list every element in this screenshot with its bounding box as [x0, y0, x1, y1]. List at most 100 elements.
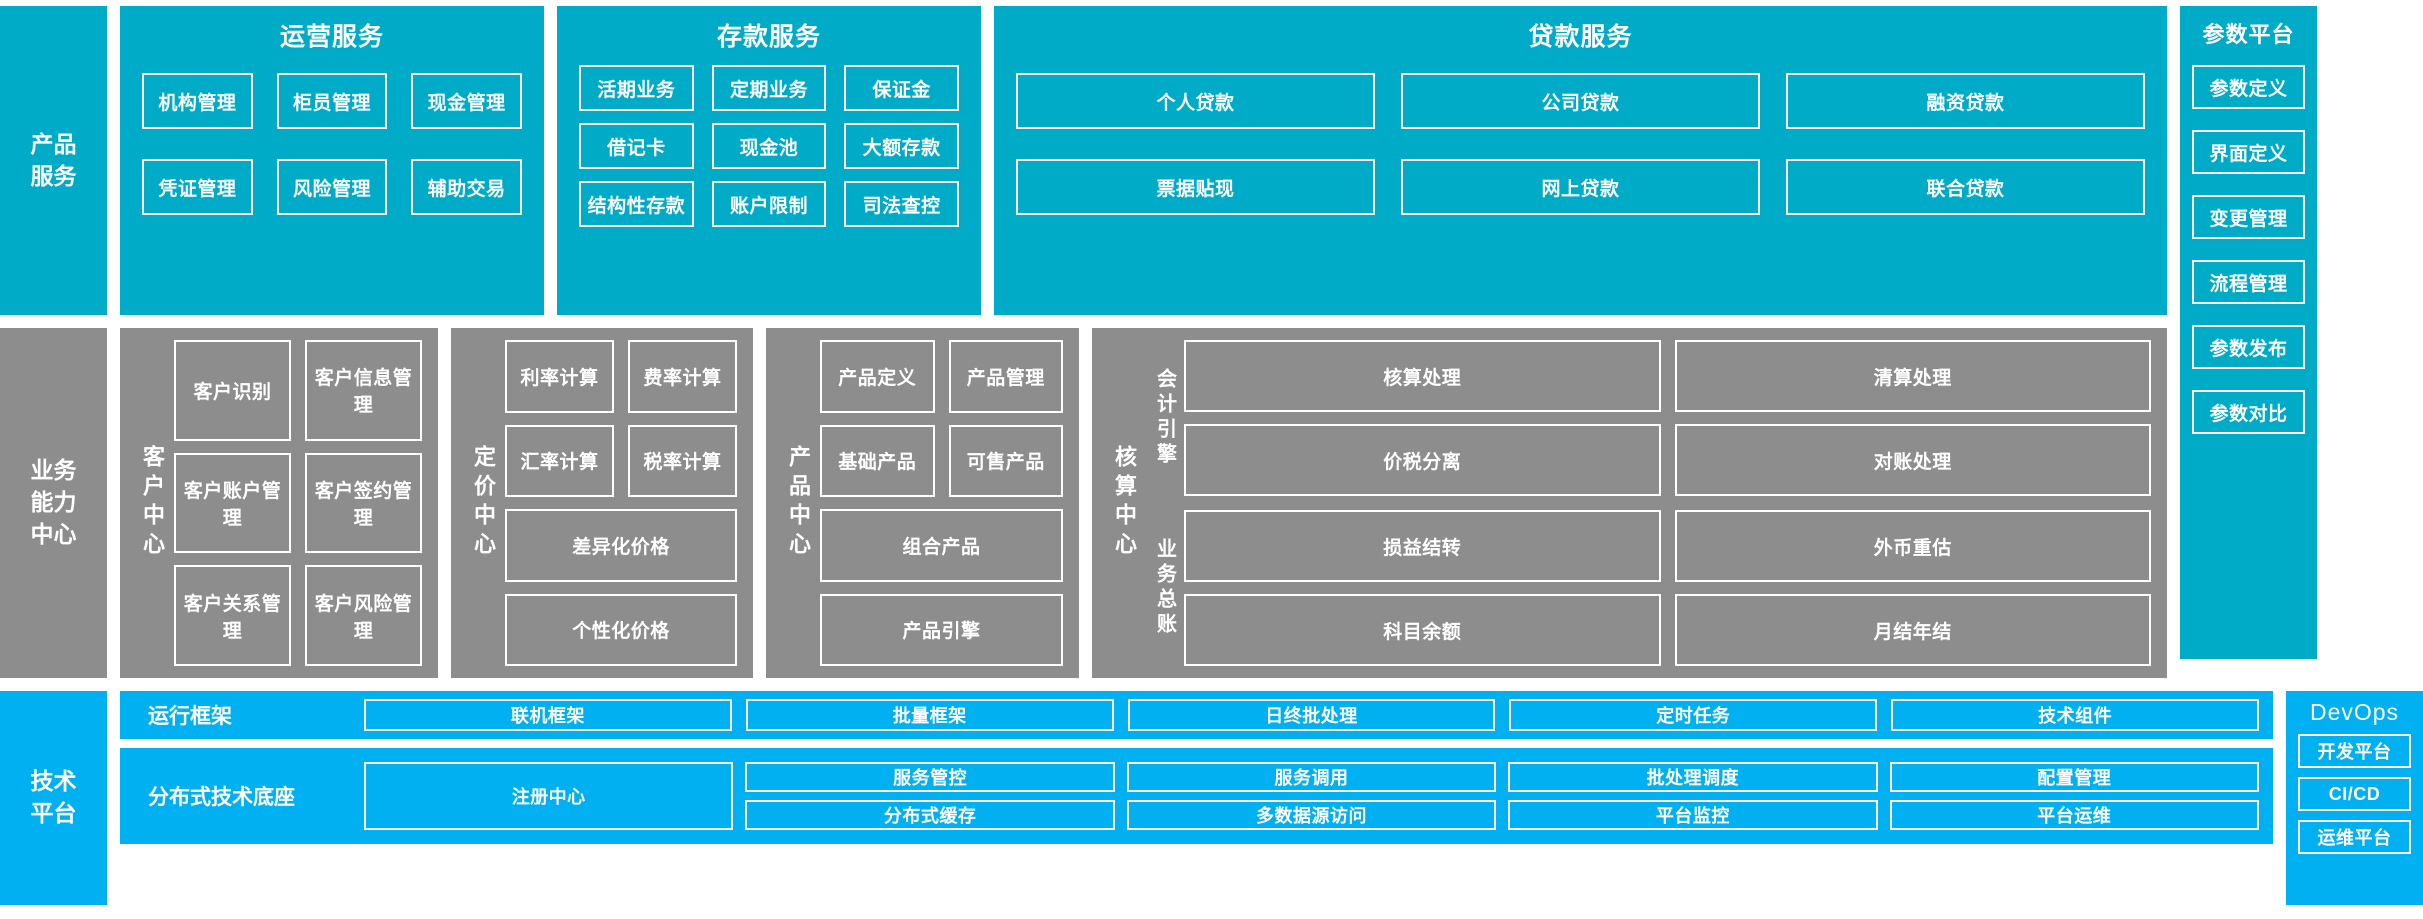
cell-service-invocation[interactable]: 服务调用 — [1126, 762, 1497, 792]
group-label-customer-center: 客户中心 — [140, 445, 165, 561]
cell-service-governance[interactable]: 服务管控 — [745, 762, 1115, 792]
group-devops: DevOps 开发平台 CI/CD 运维平台 — [2286, 691, 2423, 905]
cell-customer-info-management[interactable]: 客户信息管理 — [305, 340, 422, 441]
group-pricing-center: 定价中心 利率计算 费率计算 汇率计算 税率计算 差异化价格 个性化价格 — [451, 328, 753, 678]
cell-month-year-close[interactable]: 月结年结 — [1674, 594, 2151, 666]
cell-customer-account-management[interactable]: 客户账户管理 — [174, 452, 291, 554]
cell-differential-price[interactable]: 差异化价格 — [505, 509, 737, 582]
cell-cash-management[interactable]: 现金管理 — [411, 73, 522, 129]
cell-large-deposit[interactable]: 大额存款 — [844, 123, 959, 169]
group-operation-services: 运营服务 机构管理 柜员管理 现金管理 凭证管理 风险管理 辅助交易 — [120, 6, 544, 315]
spine-line-1: 技术 — [30, 768, 77, 795]
base-column-1: 服务管控 分布式缓存 — [745, 762, 1115, 830]
cell-customer-risk-management[interactable]: 客户风险管理 — [305, 565, 422, 666]
cell-product-engine[interactable]: 产品引擎 — [820, 593, 1063, 666]
subgroup-body-accounting-engine: 核算处理 清算处理 价税分离 对账处理 — [1184, 340, 2151, 496]
cell-multi-datasource-access[interactable]: 多数据源访问 — [1126, 800, 1497, 830]
cell-parameter-release[interactable]: 参数发布 — [2192, 325, 2305, 369]
cell-config-management[interactable]: 配置管理 — [1889, 762, 2259, 792]
base-column-3: 批处理调度 平台监控 — [1508, 762, 1878, 830]
cell-product-definition[interactable]: 产品定义 — [820, 340, 935, 413]
cell-customer-relation-management[interactable]: 客户关系管理 — [174, 565, 291, 666]
cell-risk-management[interactable]: 风险管理 — [276, 159, 388, 215]
spine-line-2: 服务 — [30, 162, 77, 189]
cell-customer-identification[interactable]: 客户识别 — [174, 340, 291, 441]
cell-structured-deposit[interactable]: 结构性存款 — [579, 181, 694, 227]
cell-interest-rate-calc[interactable]: 利率计算 — [505, 340, 614, 413]
band-runtime-framework: 运行框架 联机框架 批量框架 日终批处理 定时任务 技术组件 — [120, 691, 2273, 739]
spine-line-2: 能力 — [30, 489, 77, 516]
cell-time-business[interactable]: 定期业务 — [711, 65, 827, 111]
cell-distributed-cache[interactable]: 分布式缓存 — [745, 800, 1115, 830]
subgroup-accounting-engine: 会计引擎 核算处理 清算处理 价税分离 对账处理 — [1146, 340, 2151, 496]
cell-account-restriction[interactable]: 账户限制 — [711, 181, 827, 227]
cell-judicial-control[interactable]: 司法查控 — [844, 181, 959, 227]
cell-ui-definition[interactable]: 界面定义 — [2192, 130, 2305, 174]
group-label-product-center: 产品中心 — [786, 445, 811, 561]
technology-bands: 运行框架 联机框架 批量框架 日终批处理 定时任务 技术组件 分布式技术底座 注… — [120, 691, 2273, 905]
subgroup-body-business-ledger: 损益结转 外币重估 科目余额 月结年结 — [1184, 510, 2151, 666]
cell-base-product[interactable]: 基础产品 — [820, 424, 935, 497]
cell-financing-loan[interactable]: 融资贷款 — [1786, 73, 2145, 129]
cell-corporate-loan[interactable]: 公司贷款 — [1401, 73, 1760, 129]
group-parameter-platform: 参数平台 参数定义 界面定义 变更管理 流程管理 参数发布 参数对比 — [2180, 6, 2317, 659]
cell-parameter-definition[interactable]: 参数定义 — [2192, 65, 2305, 109]
cell-change-management[interactable]: 变更管理 — [2192, 195, 2305, 239]
group-body-accounting-center: 会计引擎 核算处理 清算处理 价税分离 对账处理 业务总账 损益结转 外币重估 … — [1146, 340, 2151, 666]
spine-line-2: 平台 — [30, 800, 77, 826]
cell-accounting-processing[interactable]: 核算处理 — [1184, 340, 1661, 412]
spine-line-1: 业务 — [30, 457, 77, 484]
cell-personalized-price[interactable]: 个性化价格 — [505, 593, 737, 666]
cell-tech-components[interactable]: 技术组件 — [1891, 699, 2259, 731]
cell-margin-deposit[interactable]: 保证金 — [844, 65, 959, 111]
cell-batch-framework[interactable]: 批量框架 — [745, 699, 1114, 731]
cell-customer-contract-management[interactable]: 客户签约管理 — [305, 452, 422, 554]
cell-online-loan[interactable]: 网上贷款 — [1401, 159, 1760, 215]
subgroup-label-accounting-engine: 会计引擎 — [1153, 368, 1176, 468]
cell-teller-management[interactable]: 柜员管理 — [276, 73, 388, 129]
cell-settlement-processing[interactable]: 清算处理 — [1674, 340, 2151, 412]
cell-tax-rate-calc[interactable]: 税率计算 — [628, 424, 737, 497]
cell-debit-card[interactable]: 借记卡 — [579, 123, 694, 169]
cell-composite-product[interactable]: 组合产品 — [820, 509, 1063, 582]
cell-online-framework[interactable]: 联机框架 — [364, 699, 732, 731]
band-cells-distributed-base: 注册中心 服务管控 分布式缓存 服务调用 多数据源访问 批处理调度 平台监控 — [364, 762, 2259, 830]
cell-platform-operations[interactable]: 平台运维 — [1889, 800, 2259, 830]
group-body-operation-services: 机构管理 柜员管理 现金管理 凭证管理 风险管理 辅助交易 — [120, 59, 544, 315]
cell-joint-loan[interactable]: 联合贷款 — [1786, 159, 2145, 215]
cell-parameter-comparison[interactable]: 参数对比 — [2192, 390, 2305, 434]
cell-product-management[interactable]: 产品管理 — [948, 340, 1063, 413]
subgroup-business-ledger: 业务总账 损益结转 外币重估 科目余额 月结年结 — [1146, 510, 2151, 666]
cell-auxiliary-trade[interactable]: 辅助交易 — [411, 159, 522, 215]
cell-foreign-currency-revaluation[interactable]: 外币重估 — [1674, 510, 2151, 582]
cell-reconciliation-processing[interactable]: 对账处理 — [1674, 424, 2151, 496]
cell-fee-rate-calc[interactable]: 费率计算 — [628, 340, 737, 413]
cell-cash-pool[interactable]: 现金池 — [711, 123, 827, 169]
cell-voucher-management[interactable]: 凭证管理 — [142, 159, 253, 215]
cell-ops-platform[interactable]: 运维平台 — [2298, 820, 2411, 854]
cell-profit-loss-carryover[interactable]: 损益结转 — [1184, 510, 1661, 582]
cell-org-management[interactable]: 机构管理 — [142, 73, 253, 129]
spine-label-business-capability: 业务 能力 中心 — [0, 328, 107, 678]
cell-process-management[interactable]: 流程管理 — [2192, 260, 2305, 304]
group-body-deposit-services: 活期业务 定期业务 保证金 借记卡 现金池 大额存款 结构性存款 账户限制 司法… — [557, 59, 981, 315]
cell-demand-business[interactable]: 活期业务 — [579, 65, 694, 111]
group-accounting-center: 核算中心 会计引擎 核算处理 清算处理 价税分离 对账处理 业务总账 损益结转 — [1092, 328, 2167, 678]
cell-batch-scheduling[interactable]: 批处理调度 — [1508, 762, 1878, 792]
cell-registry-center[interactable]: 注册中心 — [364, 762, 734, 830]
cell-scheduled-task[interactable]: 定时任务 — [1509, 699, 1878, 731]
group-label-accounting-center: 核算中心 — [1112, 445, 1137, 561]
cell-sellable-product[interactable]: 可售产品 — [948, 424, 1063, 497]
group-title-devops: DevOps — [2309, 699, 2400, 725]
cell-bill-discount[interactable]: 票据贴现 — [1016, 159, 1375, 215]
band-label-runtime-framework: 运行框架 — [148, 705, 232, 728]
spine-label-product-services: 产品 服务 — [0, 6, 107, 315]
cell-personal-loan[interactable]: 个人贷款 — [1016, 73, 1375, 129]
cell-exchange-rate-calc[interactable]: 汇率计算 — [505, 424, 614, 497]
cell-ci-cd[interactable]: CI/CD — [2298, 777, 2411, 811]
cell-eod-batch[interactable]: 日终批处理 — [1127, 699, 1496, 731]
cell-price-tax-separation[interactable]: 价税分离 — [1184, 424, 1661, 496]
cell-account-balance[interactable]: 科目余额 — [1184, 594, 1661, 666]
cell-dev-platform[interactable]: 开发平台 — [2298, 734, 2411, 768]
cell-platform-monitoring[interactable]: 平台监控 — [1508, 800, 1878, 830]
